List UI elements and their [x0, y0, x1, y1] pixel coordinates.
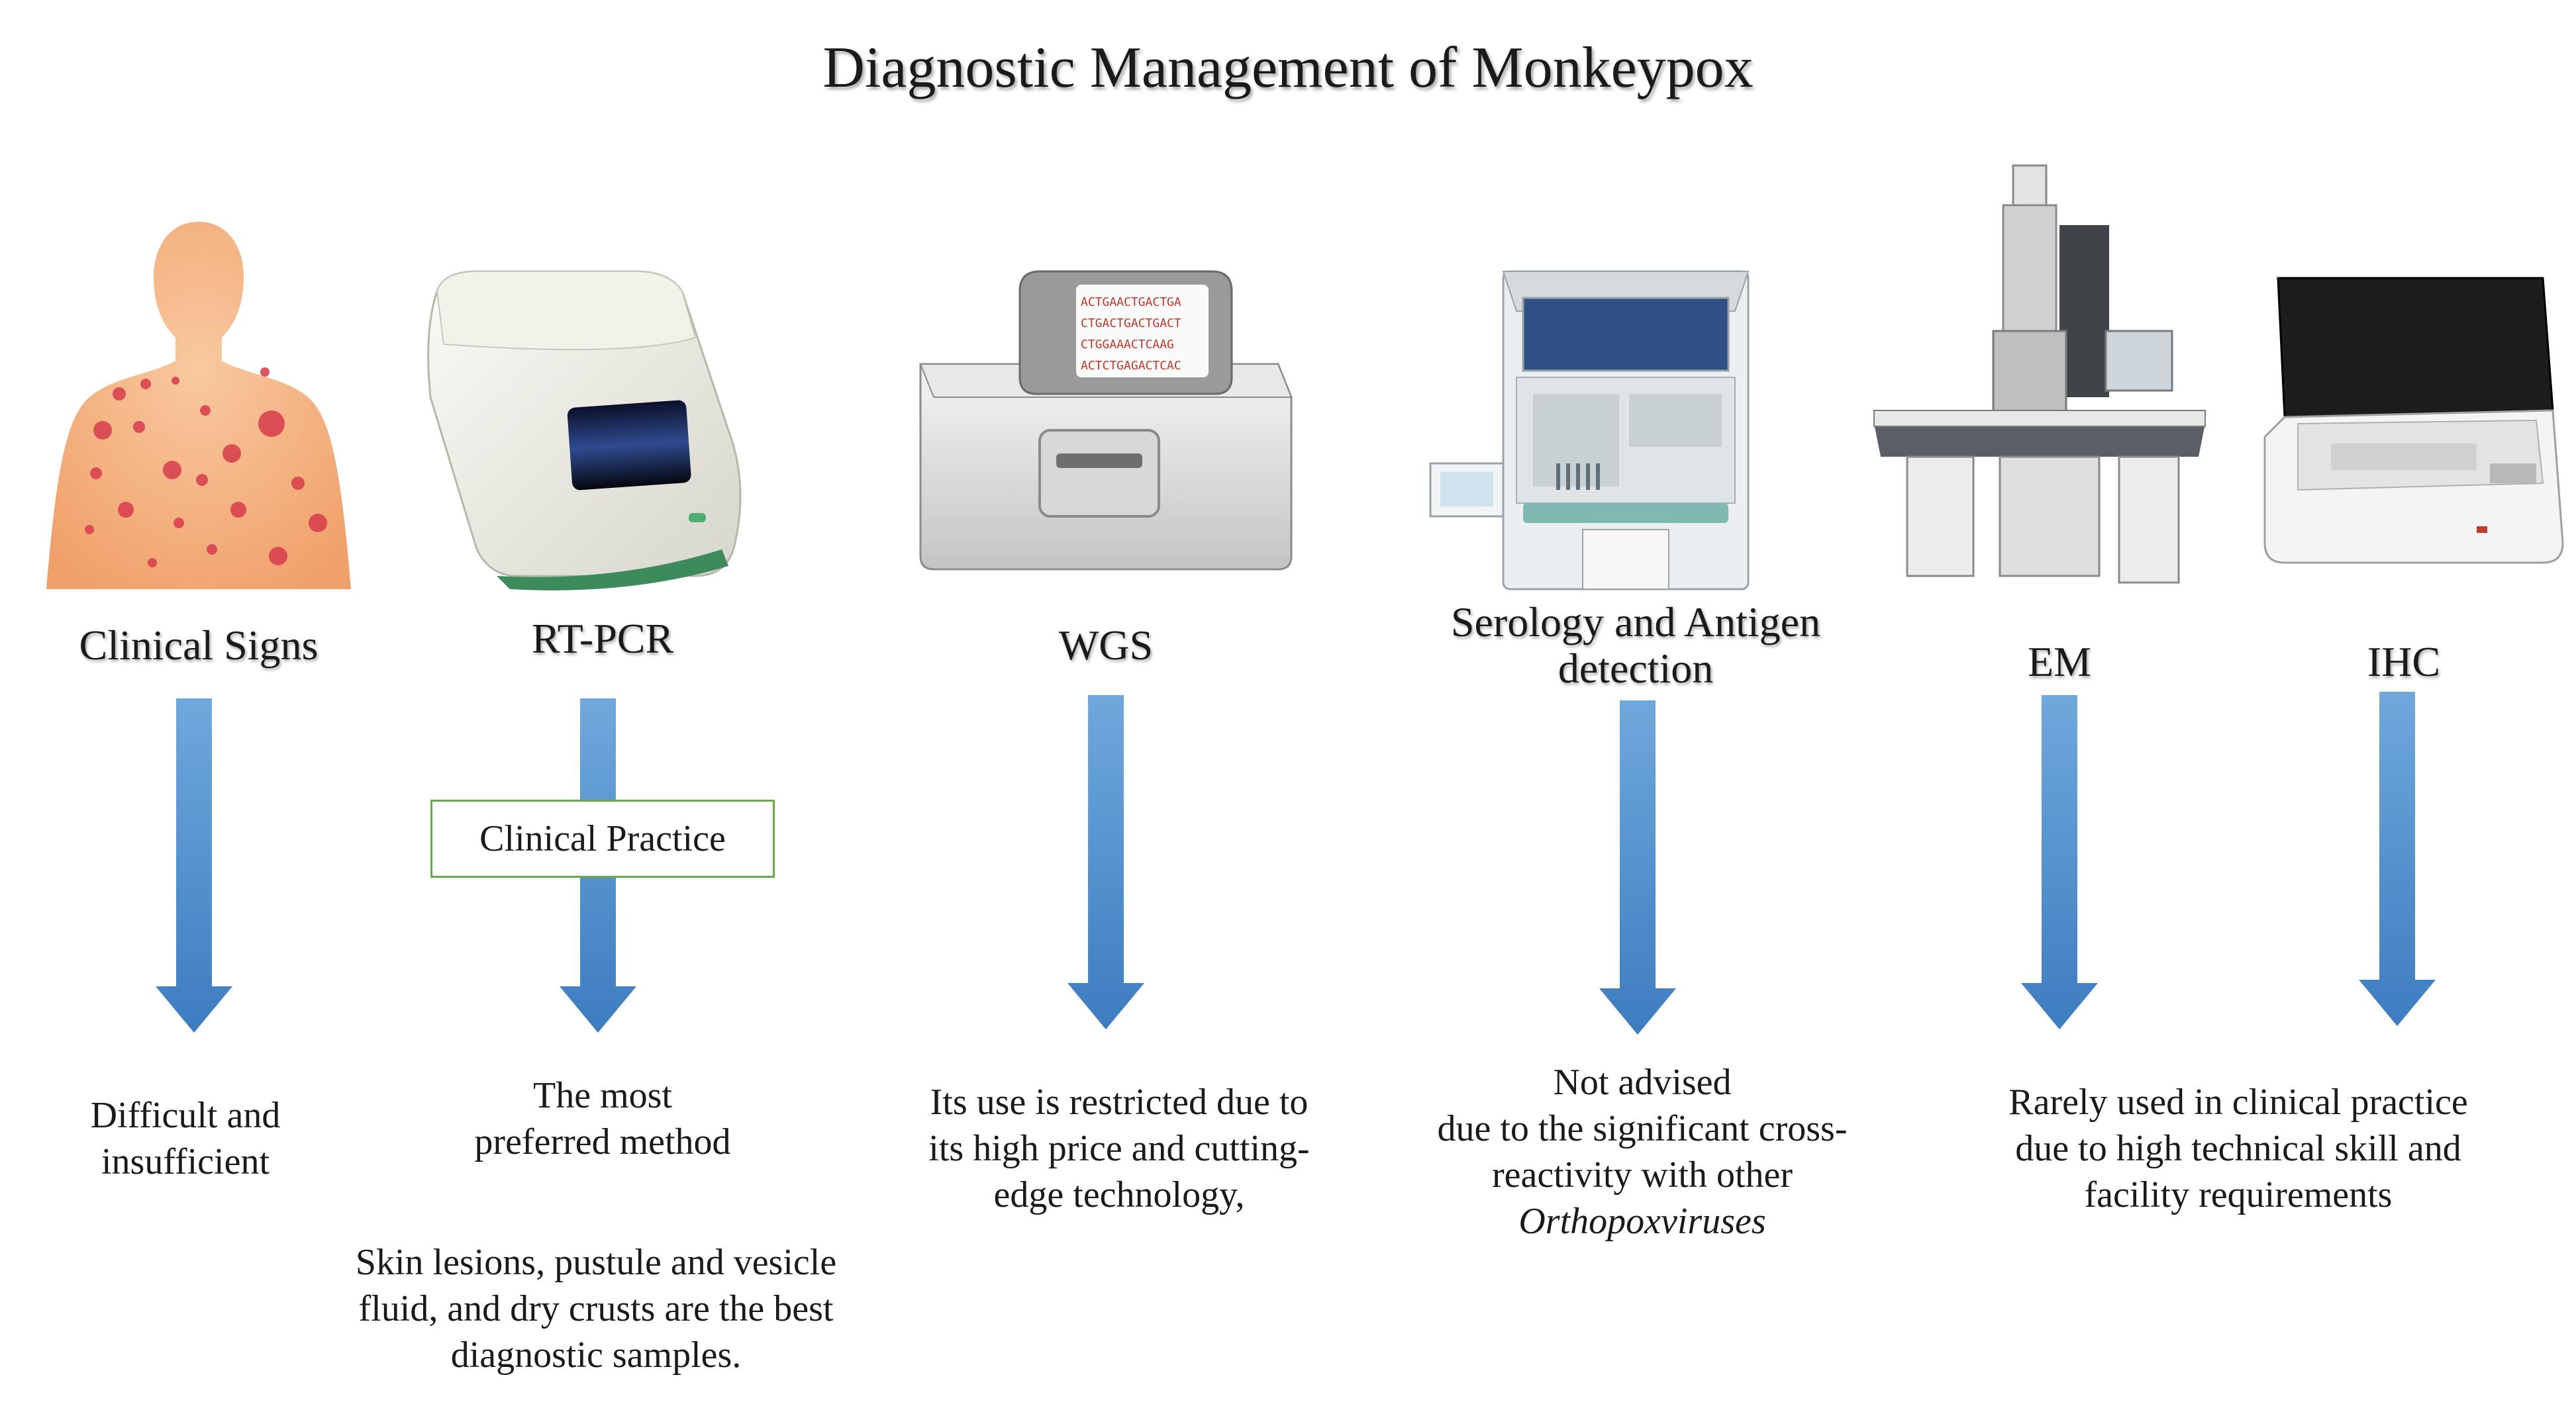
desc-line: Not advised — [1553, 1062, 1732, 1103]
thermal-cycler-icon — [427, 270, 742, 590]
method-label-serology-line: detection — [1558, 645, 1714, 692]
desc-line: reactivity with other — [1491, 1154, 1793, 1196]
desc-line: The most — [533, 1075, 672, 1116]
clinical-practice-box: Clinical Practice — [430, 800, 775, 878]
desc-line: facility requirements — [2084, 1174, 2393, 1215]
method-label-serology-line: Serology and Antigen — [1450, 598, 1821, 645]
dna-sequence-line: CTGGAAACTCAAG — [1081, 338, 1174, 352]
desc-line: preferred method — [474, 1121, 731, 1162]
note-rt-pcr-samples: Skin lesions, pustule and vesicle fluid,… — [291, 1239, 901, 1378]
desc-line: due to high technical skill and — [2015, 1128, 2461, 1169]
method-label-clinical-signs: Clinical Signs — [79, 622, 319, 669]
method-label-serology: Serology and Antigen detection — [1364, 599, 1907, 692]
method-label-rt-pcr: RT-PCR — [531, 615, 674, 662]
down-arrow — [1599, 700, 1676, 1035]
desc-rt-pcr: The most preferred method — [411, 1072, 795, 1165]
note-line: Skin lesions, pustule and vesicle — [355, 1242, 837, 1283]
dna-sequence-line: ACTGAACTGACTGA — [1081, 295, 1181, 309]
desc-line: insufficient — [101, 1141, 270, 1182]
desc-line: Difficult and — [90, 1095, 281, 1136]
down-arrow — [156, 698, 232, 1033]
desc-line: Orthopoxviruses — [1518, 1201, 1766, 1242]
down-arrow — [2021, 695, 2098, 1029]
desc-em-ihc: Rarely used in clinical practice due to … — [1940, 1079, 2536, 1218]
diagram-title: Diagnostic Management of Monkeypox — [822, 36, 1754, 100]
method-label-em: EM — [2028, 638, 2091, 685]
desc-line: Its use is restricted due to — [930, 1082, 1309, 1123]
dna-sequence-line: CTGACTGACTGACT — [1081, 316, 1181, 330]
desc-wgs: Its use is restricted due to its high pr… — [887, 1079, 1351, 1218]
immunoassay-analyzer-icon — [1429, 270, 1750, 590]
method-label-ihc: IHC — [2367, 638, 2441, 685]
desc-line: its high price and cutting- — [928, 1128, 1310, 1169]
down-arrow — [2359, 692, 2436, 1026]
desc-line: due to the significant cross- — [1437, 1108, 1848, 1149]
dna-sequence-line: ACTCTGAGACTCAC — [1081, 359, 1181, 373]
desc-line: Rarely used in clinical practice — [2008, 1082, 2468, 1123]
desc-clinical-signs: Difficult and insufficient — [26, 1092, 344, 1185]
desc-line: edge technology, — [993, 1174, 1245, 1215]
sequencer-icon: ACTGAACTGACTGA CTGACTGACTGACT CTGGAAACTC… — [919, 270, 1293, 571]
desc-serology: Not advised due to the significant cross… — [1391, 1059, 1894, 1245]
method-label-wgs: WGS — [1058, 622, 1154, 669]
ihc-stainer-icon — [2263, 277, 2564, 564]
down-arrow — [1067, 695, 1144, 1029]
note-line: diagnostic samples. — [450, 1335, 742, 1376]
human-torso-rash-icon — [46, 222, 351, 589]
note-line: fluid, and dry crusts are the best — [358, 1288, 834, 1329]
electron-microscope-icon — [1873, 164, 2206, 584]
